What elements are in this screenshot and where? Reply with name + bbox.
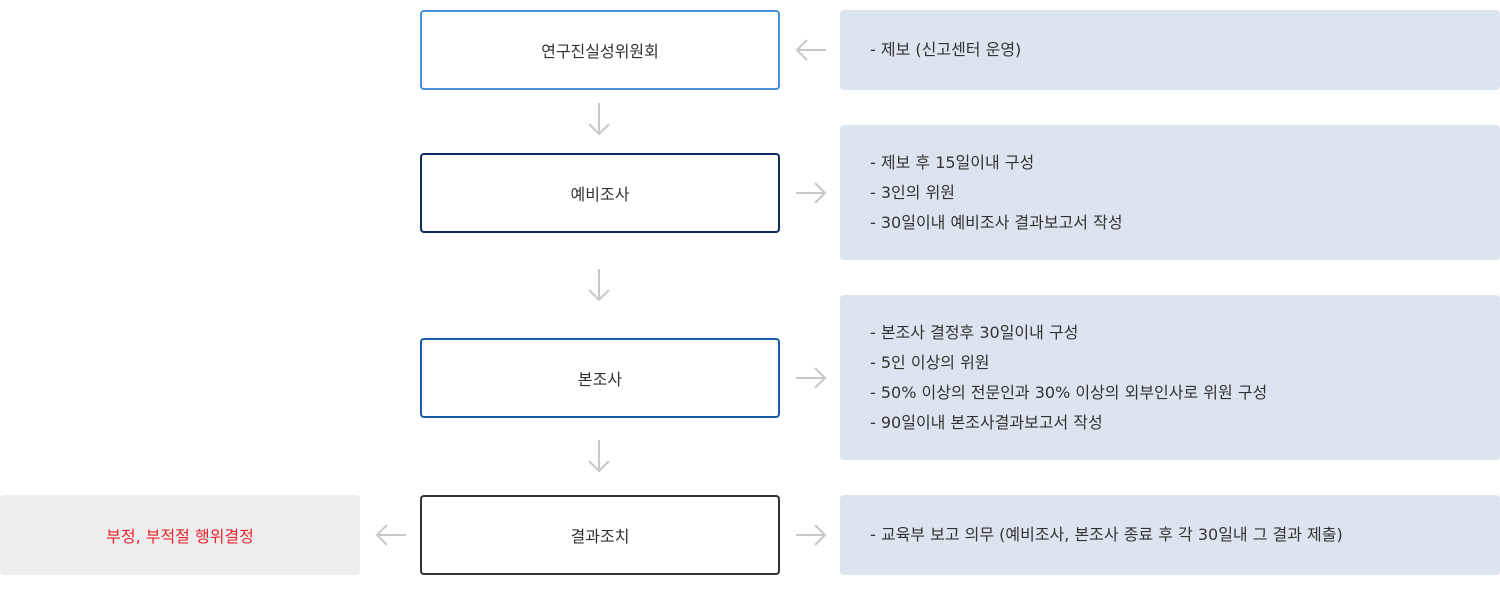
step-label: 결과조치	[570, 527, 630, 546]
note-line: - 5인 이상의 위원	[870, 352, 990, 372]
step-box-preliminary: 예비조사	[420, 153, 780, 233]
arrow-right-icon	[794, 181, 828, 205]
note-panel-committee: - 제보 (신고센터 운영)	[840, 10, 1500, 90]
note-panel-preliminary: - 제보 후 15일이내 구성 - 3인의 위원 - 30일이내 예비조사 결과…	[840, 125, 1500, 260]
note-line: - 90일이내 본조사결과보고서 작성	[870, 412, 1103, 432]
step-box-result-action: 결과조치	[420, 495, 780, 575]
step-label: 연구진실성위원회	[541, 42, 659, 61]
result-box: 부정, 부적절 행위결정	[0, 495, 360, 575]
step-label: 본조사	[577, 370, 623, 389]
step-box-committee: 연구진실성위원회	[420, 10, 780, 90]
note-panel-main-investigation: - 본조사 결정후 30일이내 구성 - 5인 이상의 위원 - 50% 이상의…	[840, 295, 1500, 460]
arrow-left-icon	[374, 523, 408, 547]
step-box-main-investigation: 본조사	[420, 338, 780, 418]
note-line: - 교육부 보고 의무 (예비조사, 본조사 종료 후 각 30일내 그 결과 …	[870, 525, 1343, 544]
arrow-down-icon	[587, 268, 611, 302]
arrow-right-icon	[794, 523, 828, 547]
arrow-down-icon	[587, 102, 611, 136]
note-line: - 50% 이상의 전문인과 30% 이상의 외부인사로 위원 구성	[870, 382, 1268, 402]
arrow-right-icon	[794, 366, 828, 390]
note-line: - 3인의 위원	[870, 182, 956, 202]
note-line: - 30일이내 예비조사 결과보고서 작성	[870, 212, 1123, 232]
arrow-left-icon	[794, 38, 828, 62]
result-label: 부정, 부적절 행위결정	[106, 527, 254, 546]
note-line: - 제보 후 15일이내 구성	[870, 152, 1035, 172]
note-panel-result-action: - 교육부 보고 의무 (예비조사, 본조사 종료 후 각 30일내 그 결과 …	[840, 495, 1500, 575]
note-line: - 제보 (신고센터 운영)	[870, 40, 1022, 59]
note-line: - 본조사 결정후 30일이내 구성	[870, 322, 1079, 342]
step-label: 예비조사	[570, 185, 630, 204]
arrow-down-icon	[587, 439, 611, 473]
